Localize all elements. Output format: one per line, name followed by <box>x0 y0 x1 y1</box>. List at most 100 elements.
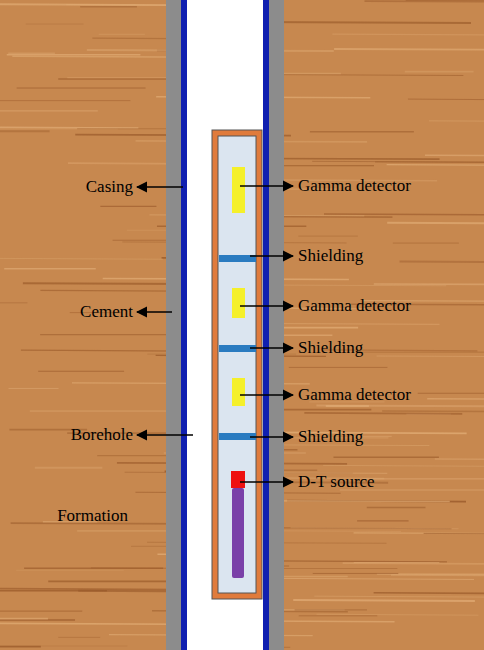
part-label: Shielding <box>298 427 363 447</box>
grain-stroke <box>35 467 103 469</box>
grain-stroke <box>21 350 189 351</box>
grain-stroke <box>0 4 172 5</box>
grain-stroke <box>374 284 484 285</box>
grain-stroke <box>0 100 130 101</box>
grain-stroke <box>326 405 369 407</box>
part-label: Gamma detector <box>298 385 411 405</box>
grain-stroke <box>387 165 484 166</box>
grain-stroke <box>0 589 177 590</box>
part-label: D-T source <box>298 472 375 492</box>
grain-stroke <box>435 459 484 460</box>
grain-stroke <box>314 596 484 597</box>
grain-stroke <box>24 567 163 569</box>
part-label: Cement <box>80 302 133 322</box>
grain-stroke <box>80 6 137 7</box>
part-label: Borehole <box>71 425 133 445</box>
grain-stroke <box>374 593 484 594</box>
grain-stroke <box>382 411 484 412</box>
grain-stroke <box>26 24 84 25</box>
leader-arrow <box>240 481 293 483</box>
grain-stroke <box>425 155 484 156</box>
grain-stroke <box>100 206 156 207</box>
grain-stroke <box>38 371 124 372</box>
grain-stroke <box>9 388 59 389</box>
tool-housing <box>212 130 262 599</box>
leader-arrow <box>240 305 293 307</box>
part-label: Shielding <box>298 338 363 358</box>
leader-arrow <box>137 434 193 436</box>
grain-stroke <box>58 637 100 638</box>
leader-arrow <box>250 436 293 438</box>
grain-stroke <box>8 52 55 54</box>
grain-stroke <box>16 570 124 571</box>
grain-stroke <box>427 399 484 400</box>
grain-stroke <box>387 223 484 224</box>
leader-arrow <box>250 255 293 257</box>
grain-stroke <box>332 34 484 35</box>
source-rod <box>232 488 244 578</box>
grain-stroke <box>310 131 414 133</box>
grain-stroke <box>17 88 146 89</box>
grain-stroke <box>424 533 484 534</box>
gamma-detector <box>232 288 245 318</box>
casing <box>181 0 187 650</box>
tool-interior <box>218 136 256 593</box>
leader-arrow <box>240 394 293 396</box>
part-label: Formation <box>57 506 128 526</box>
grain-stroke <box>323 465 484 466</box>
part-label: Shielding <box>298 246 363 266</box>
grain-stroke <box>333 456 438 457</box>
grain-stroke <box>291 528 459 529</box>
grain-stroke <box>295 609 367 610</box>
grain-stroke <box>0 127 138 128</box>
grain-stroke <box>266 432 466 433</box>
grain-stroke <box>316 406 484 407</box>
gamma-detector <box>232 167 245 213</box>
grain-stroke <box>99 34 145 35</box>
grain-stroke <box>367 507 426 508</box>
leader-arrow <box>240 185 293 187</box>
grain-stroke <box>30 411 171 412</box>
grain-stroke <box>0 646 41 648</box>
grain-stroke <box>298 236 358 237</box>
grain-stroke <box>4 268 96 270</box>
grain-stroke <box>405 71 474 73</box>
part-label: Gamma detector <box>298 296 411 316</box>
grain-stroke <box>267 561 447 562</box>
grain-stroke <box>317 614 479 615</box>
grain-stroke <box>259 74 464 75</box>
grain-stroke <box>40 334 169 335</box>
grain-stroke <box>356 352 484 353</box>
grain-stroke <box>299 615 378 616</box>
part-label: Gamma detector <box>298 176 411 196</box>
grain-stroke <box>377 356 484 357</box>
leader-arrow <box>137 311 172 313</box>
grain-stroke <box>272 568 398 569</box>
grain-stroke <box>354 562 440 563</box>
grain-stroke <box>7 54 141 56</box>
grain-stroke <box>357 520 408 521</box>
grain-stroke <box>343 563 484 564</box>
grain-stroke <box>289 367 388 368</box>
grain-stroke <box>293 600 475 601</box>
borehole <box>187 0 263 650</box>
grain-stroke <box>377 574 484 575</box>
grain-stroke <box>0 611 82 612</box>
grain-stroke <box>393 243 459 244</box>
grain-stroke <box>418 393 484 394</box>
cement <box>268 0 284 650</box>
casing <box>263 0 269 650</box>
grain-stroke <box>0 110 98 111</box>
grain-stroke <box>0 130 50 132</box>
dt-source <box>231 471 245 488</box>
grain-stroke <box>365 1 484 2</box>
grain-stroke <box>0 623 180 624</box>
grain-stroke <box>284 578 474 579</box>
grain-stroke <box>313 573 399 574</box>
grain-stroke <box>429 121 484 122</box>
grain-stroke <box>0 258 163 259</box>
